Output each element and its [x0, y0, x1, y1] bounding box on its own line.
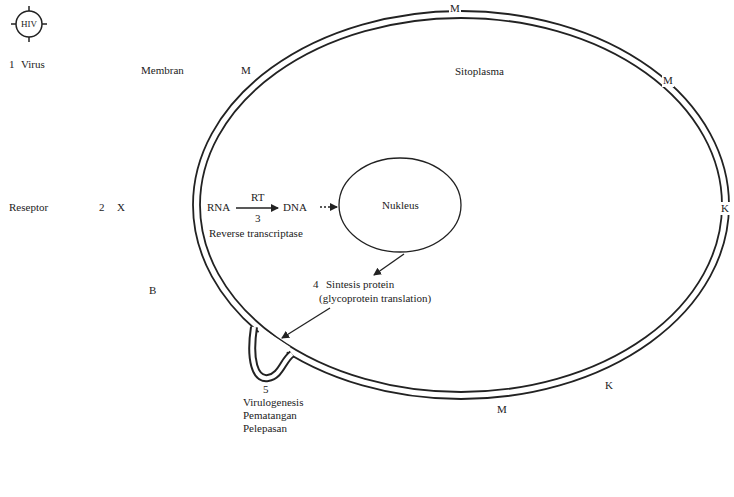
- callout-number: 5: [262, 383, 270, 396]
- enzyme-label: RT: [250, 191, 265, 204]
- membrane-mark: M: [496, 403, 508, 416]
- callout-number: 4: [312, 278, 320, 291]
- callout-number: 3: [254, 212, 262, 225]
- step-label: Reverse transcriptase: [208, 227, 304, 240]
- membrane-mark: M: [662, 74, 674, 87]
- receptor-mark: X: [116, 201, 126, 214]
- step-label: Pematangan: [242, 409, 298, 422]
- rt-arrow: [236, 207, 278, 208]
- membrane-mark: K: [720, 202, 730, 215]
- step-label: Pelepasan: [242, 422, 288, 435]
- step-label: Sintesis protein: [325, 278, 395, 291]
- node-label: Nukleus: [382, 199, 419, 212]
- membrane-mark: M: [449, 2, 461, 15]
- budding-arrow: [282, 308, 330, 338]
- molecule-label: RNA: [206, 201, 231, 214]
- callout-number: 1: [8, 58, 16, 71]
- cell-membrane: SitoplasmaNukleus: [192, 10, 730, 400]
- step-label: Virus: [20, 58, 46, 71]
- membrane-mark: K: [604, 379, 614, 392]
- membrane-mark: M: [240, 64, 252, 77]
- nucleus-oval: Nukleus: [338, 157, 462, 253]
- step-label: Virulogenesis: [242, 396, 304, 409]
- membrane-mark: B: [148, 284, 157, 297]
- node-label: HIV: [21, 18, 37, 31]
- step-label: (glycoprotein translation): [318, 292, 432, 305]
- callout-number: 2: [98, 201, 106, 214]
- region-label: Sitoplasma: [455, 65, 504, 78]
- receptor-label: Reseptor: [8, 201, 49, 214]
- synthesis-arrow: [374, 254, 404, 275]
- membrane-label: Membran: [140, 64, 185, 77]
- virus-circle: HIV: [11, 6, 47, 42]
- molecule-label: DNA: [282, 201, 308, 214]
- dna-to-nucleus-arrow: [320, 206, 337, 207]
